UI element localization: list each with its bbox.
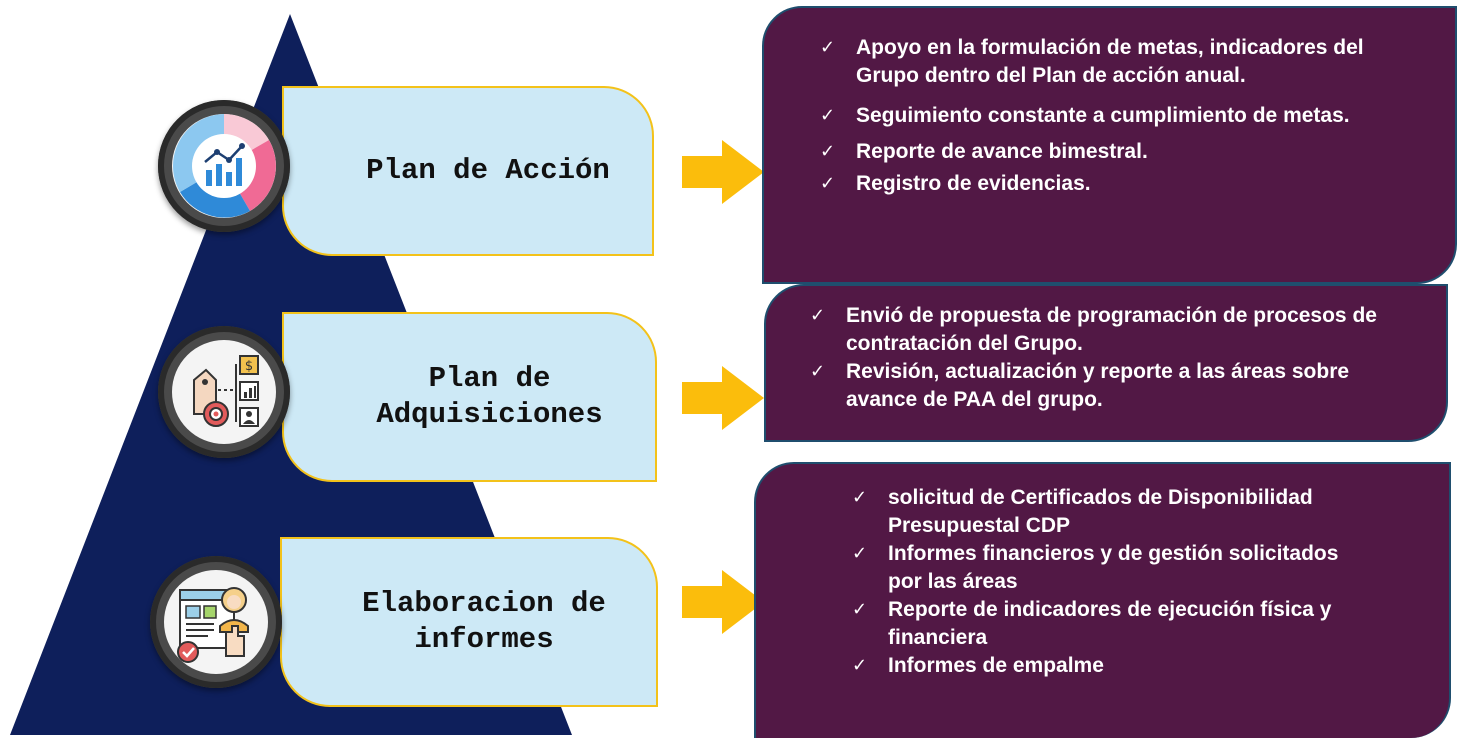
list-item: ✓solicitud de Certificados de Disponibil… — [852, 486, 1313, 537]
list-item: ✓Informes financieros y de gestión solic… — [852, 542, 1339, 593]
report-user-icon — [150, 556, 282, 688]
check-icon: ✓ — [852, 599, 868, 620]
check-icon: ✓ — [852, 487, 868, 508]
arrow-right-icon — [682, 570, 764, 634]
level-label-text: Plan de Adquisiciones — [376, 361, 603, 431]
details-card-elaboracion-informes: ✓solicitud de Certificados de Disponibil… — [754, 462, 1451, 738]
procurement-icon: $ — [158, 326, 290, 458]
chart-analytics-icon — [158, 100, 290, 232]
list-item: ✓Apoyo en la formulación de metas, indic… — [820, 36, 1364, 87]
check-icon: ✓ — [852, 543, 868, 564]
list-item: ✓Revisión, actualización y reporte a las… — [810, 360, 1350, 411]
check-icon: ✓ — [852, 655, 868, 676]
list-item: ✓Seguimiento constante a cumplimiento de… — [820, 102, 1415, 130]
level-label-elaboracion-informes: Elaboracion de informes — [280, 537, 658, 707]
check-icon: ✓ — [810, 305, 826, 326]
list-item: ✓Envió de propuesta de programación de p… — [810, 304, 1377, 355]
level-label-text: Plan de Acción — [366, 153, 610, 187]
list-item: ✓Reporte de avance bimestral. — [820, 138, 1415, 166]
check-icon: ✓ — [820, 141, 836, 162]
check-icon: ✓ — [820, 173, 836, 194]
list-item: ✓Reporte de indicadores de ejecución fís… — [852, 598, 1332, 649]
level-label-plan-adquisiciones: Plan de Adquisiciones — [282, 312, 657, 482]
level-label-text: Elaboracion de informes — [362, 586, 606, 656]
details-card-plan-accion: ✓Apoyo en la formulación de metas, indic… — [762, 6, 1457, 284]
check-icon: ✓ — [820, 37, 836, 58]
check-icon: ✓ — [810, 361, 826, 382]
check-icon: ✓ — [820, 105, 836, 126]
list-item: ✓Informes de empalme — [852, 652, 1409, 680]
level-label-plan-accion: Plan de Acción — [282, 86, 654, 256]
details-card-plan-adquisiciones: ✓Envió de propuesta de programación de p… — [764, 284, 1448, 442]
arrow-right-icon — [682, 366, 764, 430]
svg-text:$: $ — [245, 359, 253, 374]
arrow-right-icon — [682, 140, 764, 204]
list-item: ✓Registro de evidencias. — [820, 170, 1415, 198]
